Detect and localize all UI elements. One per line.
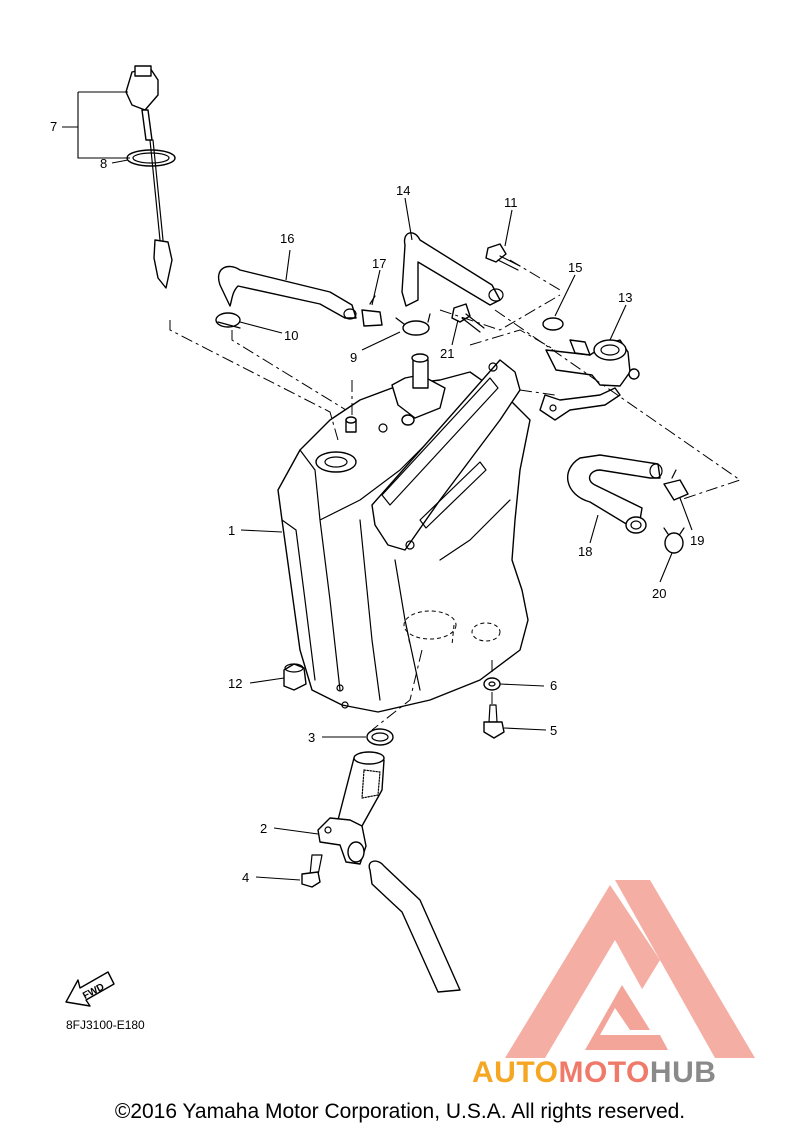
- brand-auto: AUTO: [472, 1056, 559, 1089]
- callout-21: 21: [440, 346, 454, 361]
- cap-20: [663, 527, 685, 554]
- callout-10: 10: [284, 328, 298, 343]
- callout-18: 18: [578, 544, 592, 559]
- dipstick: [125, 65, 176, 289]
- callout-6: 6: [550, 678, 557, 693]
- reference-lines: [169, 259, 742, 731]
- brand-hub: HUB: [649, 1056, 717, 1089]
- watermark-logo: [505, 880, 755, 1058]
- callout-20: 20: [652, 586, 666, 601]
- callout-16: 16: [280, 231, 294, 246]
- callout-2: 2: [260, 821, 267, 836]
- callout-4: 4: [242, 870, 249, 885]
- callout-9: 9: [350, 350, 357, 365]
- valve-13: [539, 339, 640, 421]
- oil-tank: [277, 353, 531, 713]
- callout-3: 3: [308, 730, 315, 745]
- leader-lines: [62, 91, 693, 881]
- clip-19: [663, 469, 689, 501]
- hose-14: [401, 232, 504, 307]
- callout-8: 8: [100, 156, 107, 171]
- outlet-hose: [368, 860, 461, 993]
- callout-13: 13: [618, 290, 632, 305]
- bolt-11: [485, 243, 521, 271]
- callout-19: 19: [690, 533, 704, 548]
- hose-18: [567, 454, 663, 534]
- clip-9: [395, 313, 431, 336]
- callout-1: 1: [228, 523, 235, 538]
- callout-numbers: 1 2 3 4 5 6 7 8 9 10 11 12 13 14 15 16 1…: [50, 119, 704, 885]
- callout-7: 7: [50, 119, 57, 134]
- washer-6: [483, 677, 501, 691]
- callout-11: 11: [504, 195, 518, 210]
- callout-17: 17: [372, 256, 386, 271]
- drawing-code: 8FJ3100-E180: [66, 1018, 145, 1032]
- bolt-21: [451, 303, 485, 333]
- callout-12: 12: [228, 676, 242, 691]
- oring-3: [366, 728, 394, 746]
- bolt-4: [301, 854, 323, 888]
- clip-15: [542, 317, 564, 331]
- callout-5: 5: [550, 723, 557, 738]
- grommet-12: [283, 663, 307, 691]
- callout-15: 15: [568, 260, 582, 275]
- copyright-notice: ©2016 Yamaha Motor Corporation, U.S.A. A…: [114, 1100, 686, 1123]
- clip-17: [361, 295, 383, 327]
- watermark-brand: AUTOMOTOHUB: [472, 1056, 716, 1090]
- brand-moto: MOTO: [558, 1056, 650, 1089]
- bolt-5: [483, 704, 505, 739]
- callout-14: 14: [396, 183, 410, 198]
- strainer-2: [317, 751, 385, 865]
- hose-16: [215, 265, 357, 329]
- fwd-arrow-icon: FWD: [65, 971, 115, 1007]
